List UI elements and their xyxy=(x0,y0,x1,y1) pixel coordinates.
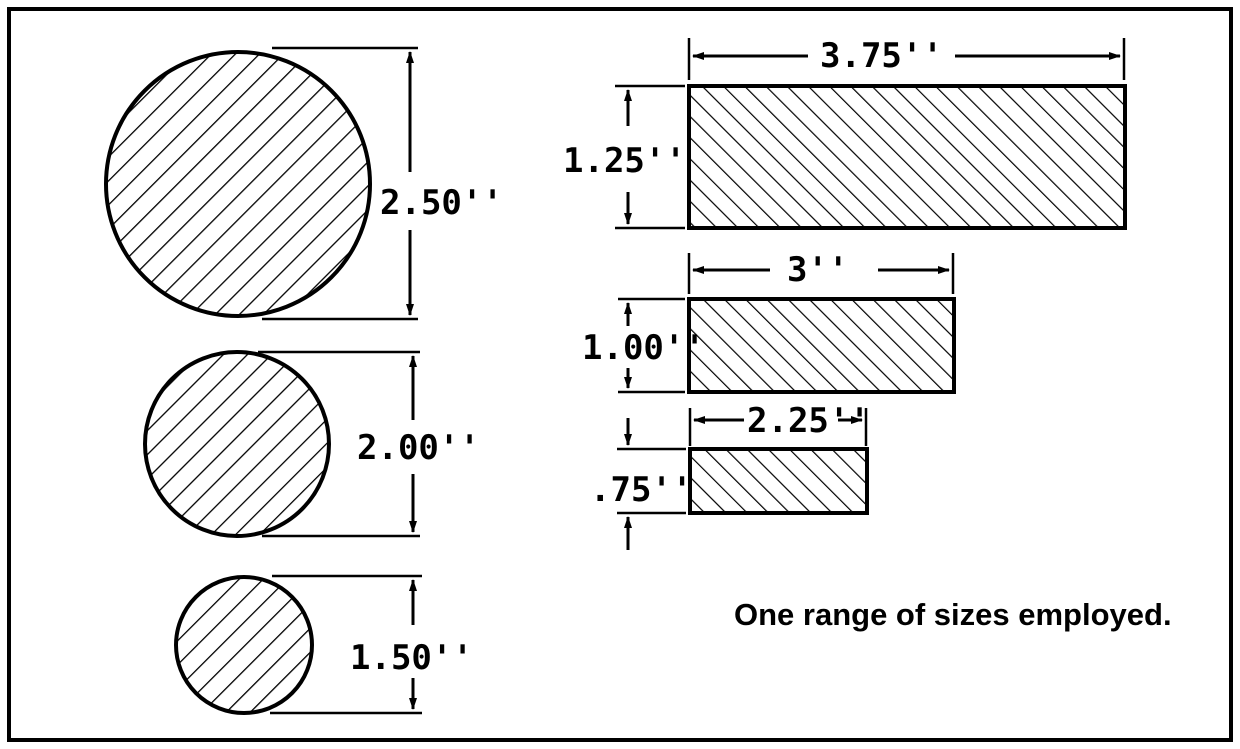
rect-1-00-height-label: 1.00'' xyxy=(582,328,705,368)
rect-2-25-section xyxy=(688,447,869,515)
rect-3-75-group: 3.75'' 1.25'' xyxy=(563,36,1127,230)
circle-2-50-diameter-label: 2.50'' xyxy=(380,183,503,223)
rect-3-section xyxy=(687,297,956,394)
rect-2-25-width-label: 2.25'' xyxy=(747,401,870,441)
circle-2-00-section xyxy=(143,350,331,538)
rect-3-75-section xyxy=(687,84,1127,230)
rect-2-25-group: 2.25'' .75'' xyxy=(590,401,870,550)
rect-3-group: 3'' 1.00'' xyxy=(582,250,956,394)
rect-3-width-label: 3'' xyxy=(787,250,848,290)
circle-2-00-group: 2.00'' xyxy=(143,350,480,538)
rect-3-75-width-label: 3.75'' xyxy=(820,36,943,76)
circle-1-50-group: 1.50'' xyxy=(174,574,473,715)
figure-caption: One range of sizes employed. xyxy=(734,597,1172,632)
rect-75-height-label: .75'' xyxy=(590,470,692,510)
circle-2-50-section xyxy=(104,50,372,318)
circle-2-50-group: 2.50'' xyxy=(104,46,503,321)
circle-1-50-section xyxy=(174,575,314,715)
circle-2-00-diameter-label: 2.00'' xyxy=(357,428,480,468)
circle-1-50-diameter-label: 1.50'' xyxy=(350,638,473,678)
rect-1-25-height-label: 1.25'' xyxy=(563,141,686,181)
